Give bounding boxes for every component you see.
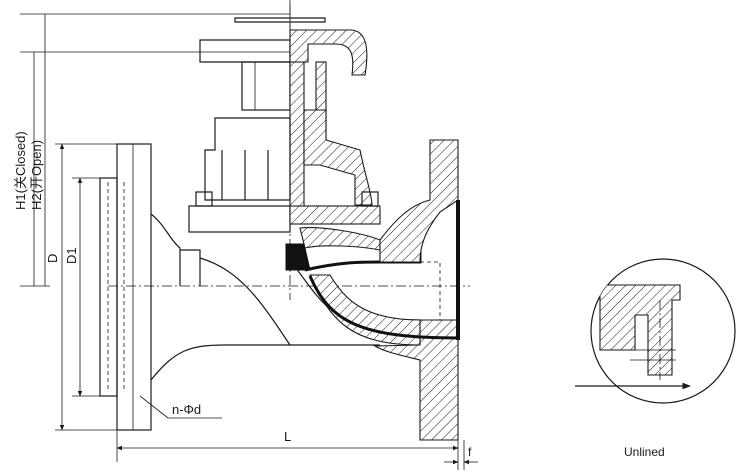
handwheel (199, 0, 368, 76)
label-bolts: n-Φd (172, 402, 201, 417)
dimension-h1 (20, 51, 290, 286)
label-f: f (468, 445, 472, 459)
left-flange (99, 143, 152, 431)
label-h2: H2(开Open) (29, 140, 44, 210)
dimension-d1 (72, 177, 112, 397)
right-flange (308, 139, 460, 441)
bonnet (188, 109, 381, 233)
label-d: D (45, 254, 60, 263)
label-h1: H1(关Closed) (13, 131, 28, 210)
dimension-l (116, 430, 459, 470)
dimension-h2 (20, 13, 290, 286)
detail-caption: Unlined (624, 445, 665, 459)
diaphragm (285, 227, 422, 272)
dimension-f (444, 440, 478, 470)
label-d1: D1 (64, 247, 79, 264)
dimension-d (55, 143, 130, 431)
unlined-detail (575, 258, 736, 404)
label-l: L (284, 429, 291, 444)
bolt-leader (139, 395, 222, 419)
